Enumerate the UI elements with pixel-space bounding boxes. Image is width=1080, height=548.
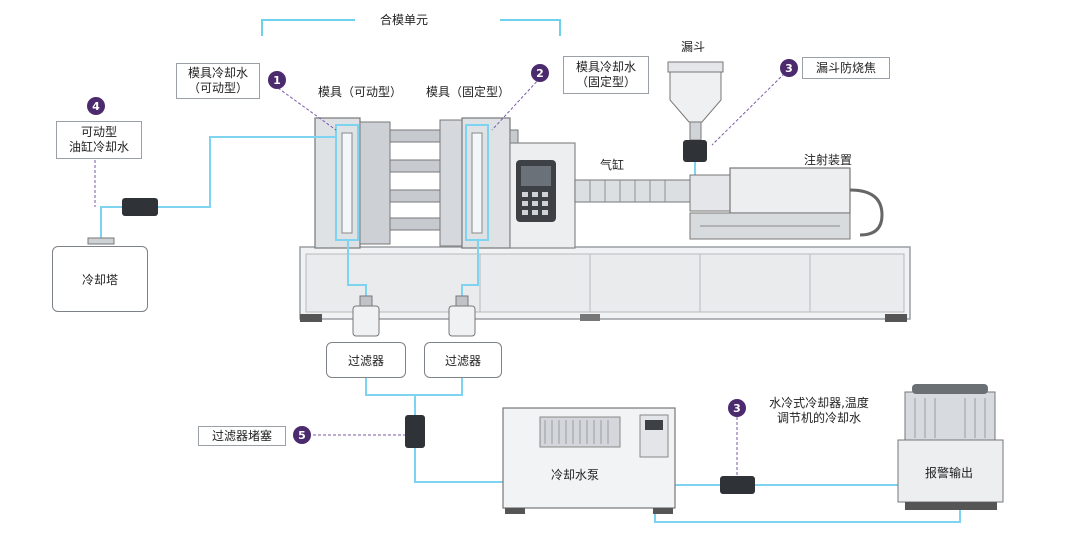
cooling-tower-label: 冷却塔: [81, 272, 118, 287]
control-cabinet: [509, 142, 576, 249]
line-filters: [122, 198, 755, 494]
alarm-output-label: 报警输出: [925, 466, 974, 480]
badge-3-chiller: 3: [728, 399, 746, 417]
filter-right: 过滤器: [424, 342, 502, 378]
mold-cooling-movable-line2: （可动型）: [187, 81, 248, 95]
machine-base: [299, 246, 911, 322]
cooling-tower: 冷却塔: [52, 246, 148, 312]
cylinder-label: 气缸: [600, 158, 625, 172]
filter-canisters: [352, 295, 476, 337]
mold-unit-bracket: [261, 19, 561, 36]
badge-1: 1: [268, 71, 286, 89]
mold-cooling-movable-callout: 模具冷却水 （可动型）: [176, 63, 260, 99]
chiller-water-line1: 水冷式冷却器,温度: [769, 396, 869, 410]
hopper-anti-burn-text: 漏斗防烧焦: [815, 60, 876, 75]
injection-unit-label: 注射装置: [804, 153, 853, 167]
oil-cooling-callout: 可动型 油缸冷却水: [56, 121, 142, 159]
hopper-shape: [667, 61, 724, 180]
badge-3-hopper: 3: [780, 59, 798, 77]
mold-cooling-fixed-callout: 模具冷却水 （固定型）: [563, 56, 649, 94]
chiller-water-callout: 水冷式冷却器,温度 调节机的冷却水: [758, 392, 880, 430]
oil-cooling-line1: 可动型: [80, 125, 117, 139]
cooling-tower-cap: [87, 237, 115, 245]
water-lines: [100, 136, 961, 523]
hopper-anti-burn-callout: 漏斗防烧焦: [802, 57, 890, 79]
filter-blocked-callout: 过滤器堵塞: [198, 426, 286, 446]
chiller-water-line2: 调节机的冷却水: [776, 411, 861, 425]
badge-5: 5: [293, 426, 311, 444]
leader-lines: [94, 69, 789, 478]
filter-right-label: 过滤器: [444, 353, 481, 368]
barrel: [574, 179, 691, 203]
injection-unit: [689, 167, 884, 240]
mold-movable-label: 模具（可动型）: [318, 85, 403, 99]
clamp-unit: [314, 117, 519, 249]
pump-body: [502, 407, 676, 514]
oil-cooling-line2: 油缸冷却水: [68, 140, 129, 154]
chiller-body: [897, 384, 1004, 510]
mold-cooling-fixed-line2: （固定型）: [575, 75, 636, 89]
mold-fixed-label: 模具（固定型）: [426, 85, 511, 99]
badge-4: 4: [87, 97, 105, 115]
hopper-label: 漏斗: [681, 40, 706, 54]
filter-left: 过滤器: [326, 342, 406, 378]
badge-2: 2: [531, 64, 549, 82]
mold-cooling-movable-line1: 模具冷却水: [187, 66, 248, 80]
filter-left-label: 过滤器: [347, 353, 384, 368]
filter-blocked-text: 过滤器堵塞: [211, 428, 272, 443]
mold-cooling-fixed-line1: 模具冷却水: [575, 60, 636, 74]
pump-label: 冷却水泵: [551, 468, 600, 482]
mold-unit-label: 合模单元: [380, 13, 429, 27]
